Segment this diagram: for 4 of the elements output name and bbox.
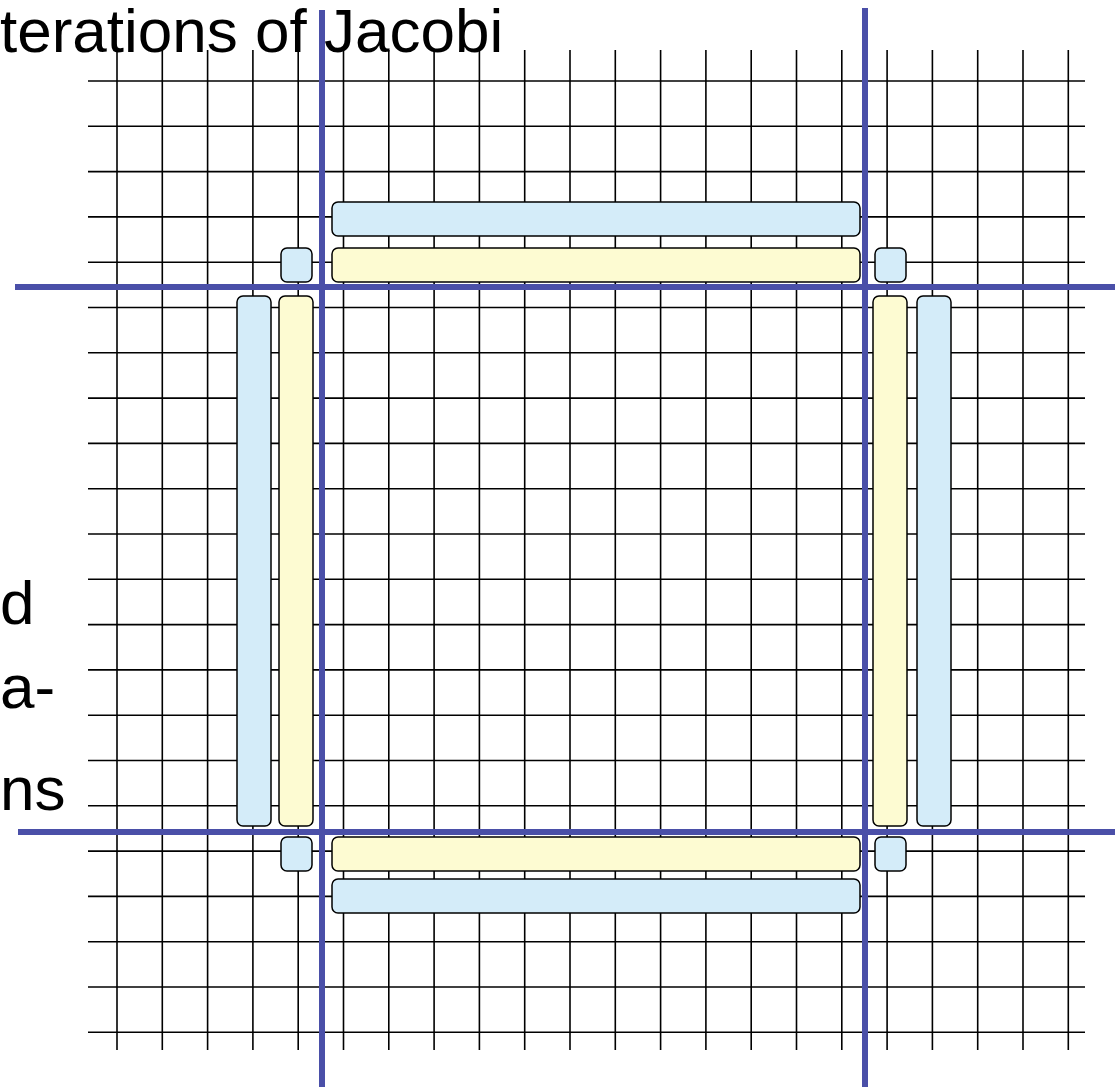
side-text: ns xyxy=(0,758,66,820)
heading-text: terations of Jacobi xyxy=(0,0,504,62)
side-text: d xyxy=(0,572,35,634)
side-text: a- xyxy=(0,656,56,718)
